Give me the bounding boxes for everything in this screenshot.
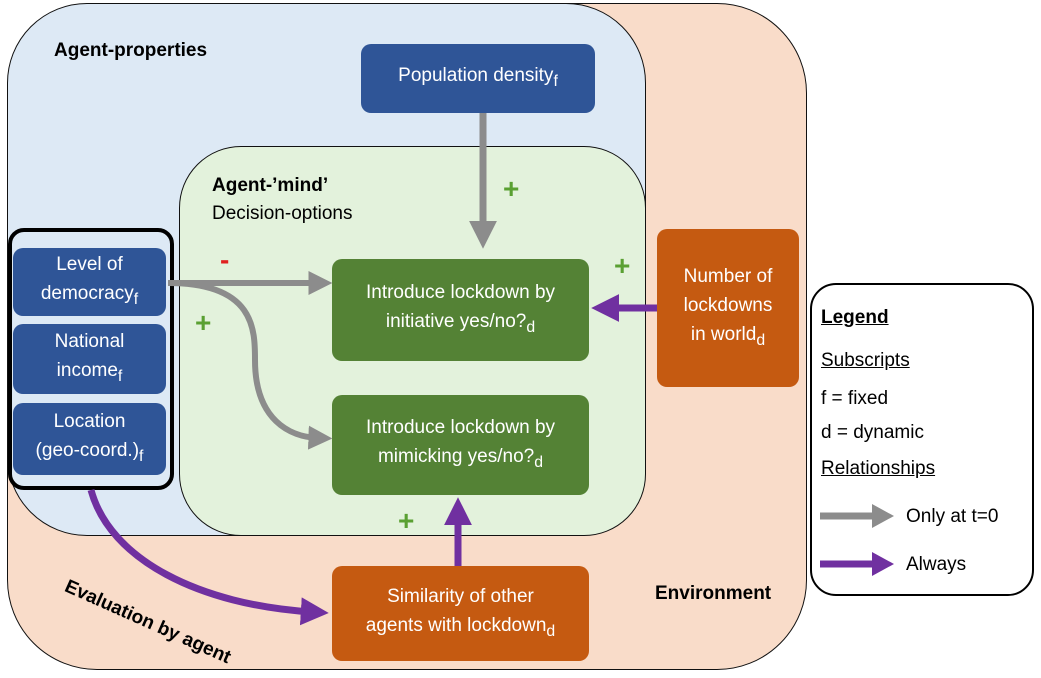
lockdown-mimicking-node: Introduce lockdown by mimicking yes/no?d: [332, 395, 589, 495]
agent-mind-label: Agent-’mind’: [212, 175, 329, 196]
plus-sign-lockdowns-initiative: +: [614, 250, 631, 281]
national-income-node: National incomef: [13, 324, 166, 394]
legend-arrow-swatches: [820, 504, 894, 576]
legend-relationships-heading: Relationships: [821, 458, 936, 479]
level-of-democracy-node: Level of democracyf: [13, 248, 166, 316]
plus-sign-democracy-mimicking: +: [195, 307, 212, 338]
population-density-node: Population densityf: [361, 44, 595, 113]
agent-properties-label: Agent-properties: [54, 40, 208, 61]
plus-sign-similarity-mimicking: +: [398, 505, 415, 536]
legend-always: Always: [906, 554, 967, 575]
legend: Legend Subscripts f = fixed d = dynamic …: [810, 283, 1034, 596]
similarity-node: Similarity of other agents with lockdown…: [332, 566, 589, 661]
decision-options-label: Decision-options: [212, 203, 353, 224]
legend-fixed: f = fixed: [821, 388, 889, 409]
number-of-lockdowns-node: Number of lockdowns in worldd: [657, 229, 799, 387]
lockdown-initiative-node: Introduce lockdown by initiative yes/no?…: [332, 259, 589, 361]
location-node: Location (geo-coord.)f: [13, 403, 166, 475]
legend-dynamic: d = dynamic: [821, 422, 924, 443]
legend-only-at-t0: Only at t=0: [906, 506, 999, 527]
agent-attributes-group-frame: [8, 228, 174, 490]
plus-sign-density-initiative: +: [503, 173, 520, 204]
minus-sign-democracy-initiative: -: [220, 244, 230, 275]
legend-title: Legend: [821, 307, 889, 328]
legend-subscripts-heading: Subscripts: [821, 350, 910, 371]
environment-label: Environment: [655, 583, 772, 604]
